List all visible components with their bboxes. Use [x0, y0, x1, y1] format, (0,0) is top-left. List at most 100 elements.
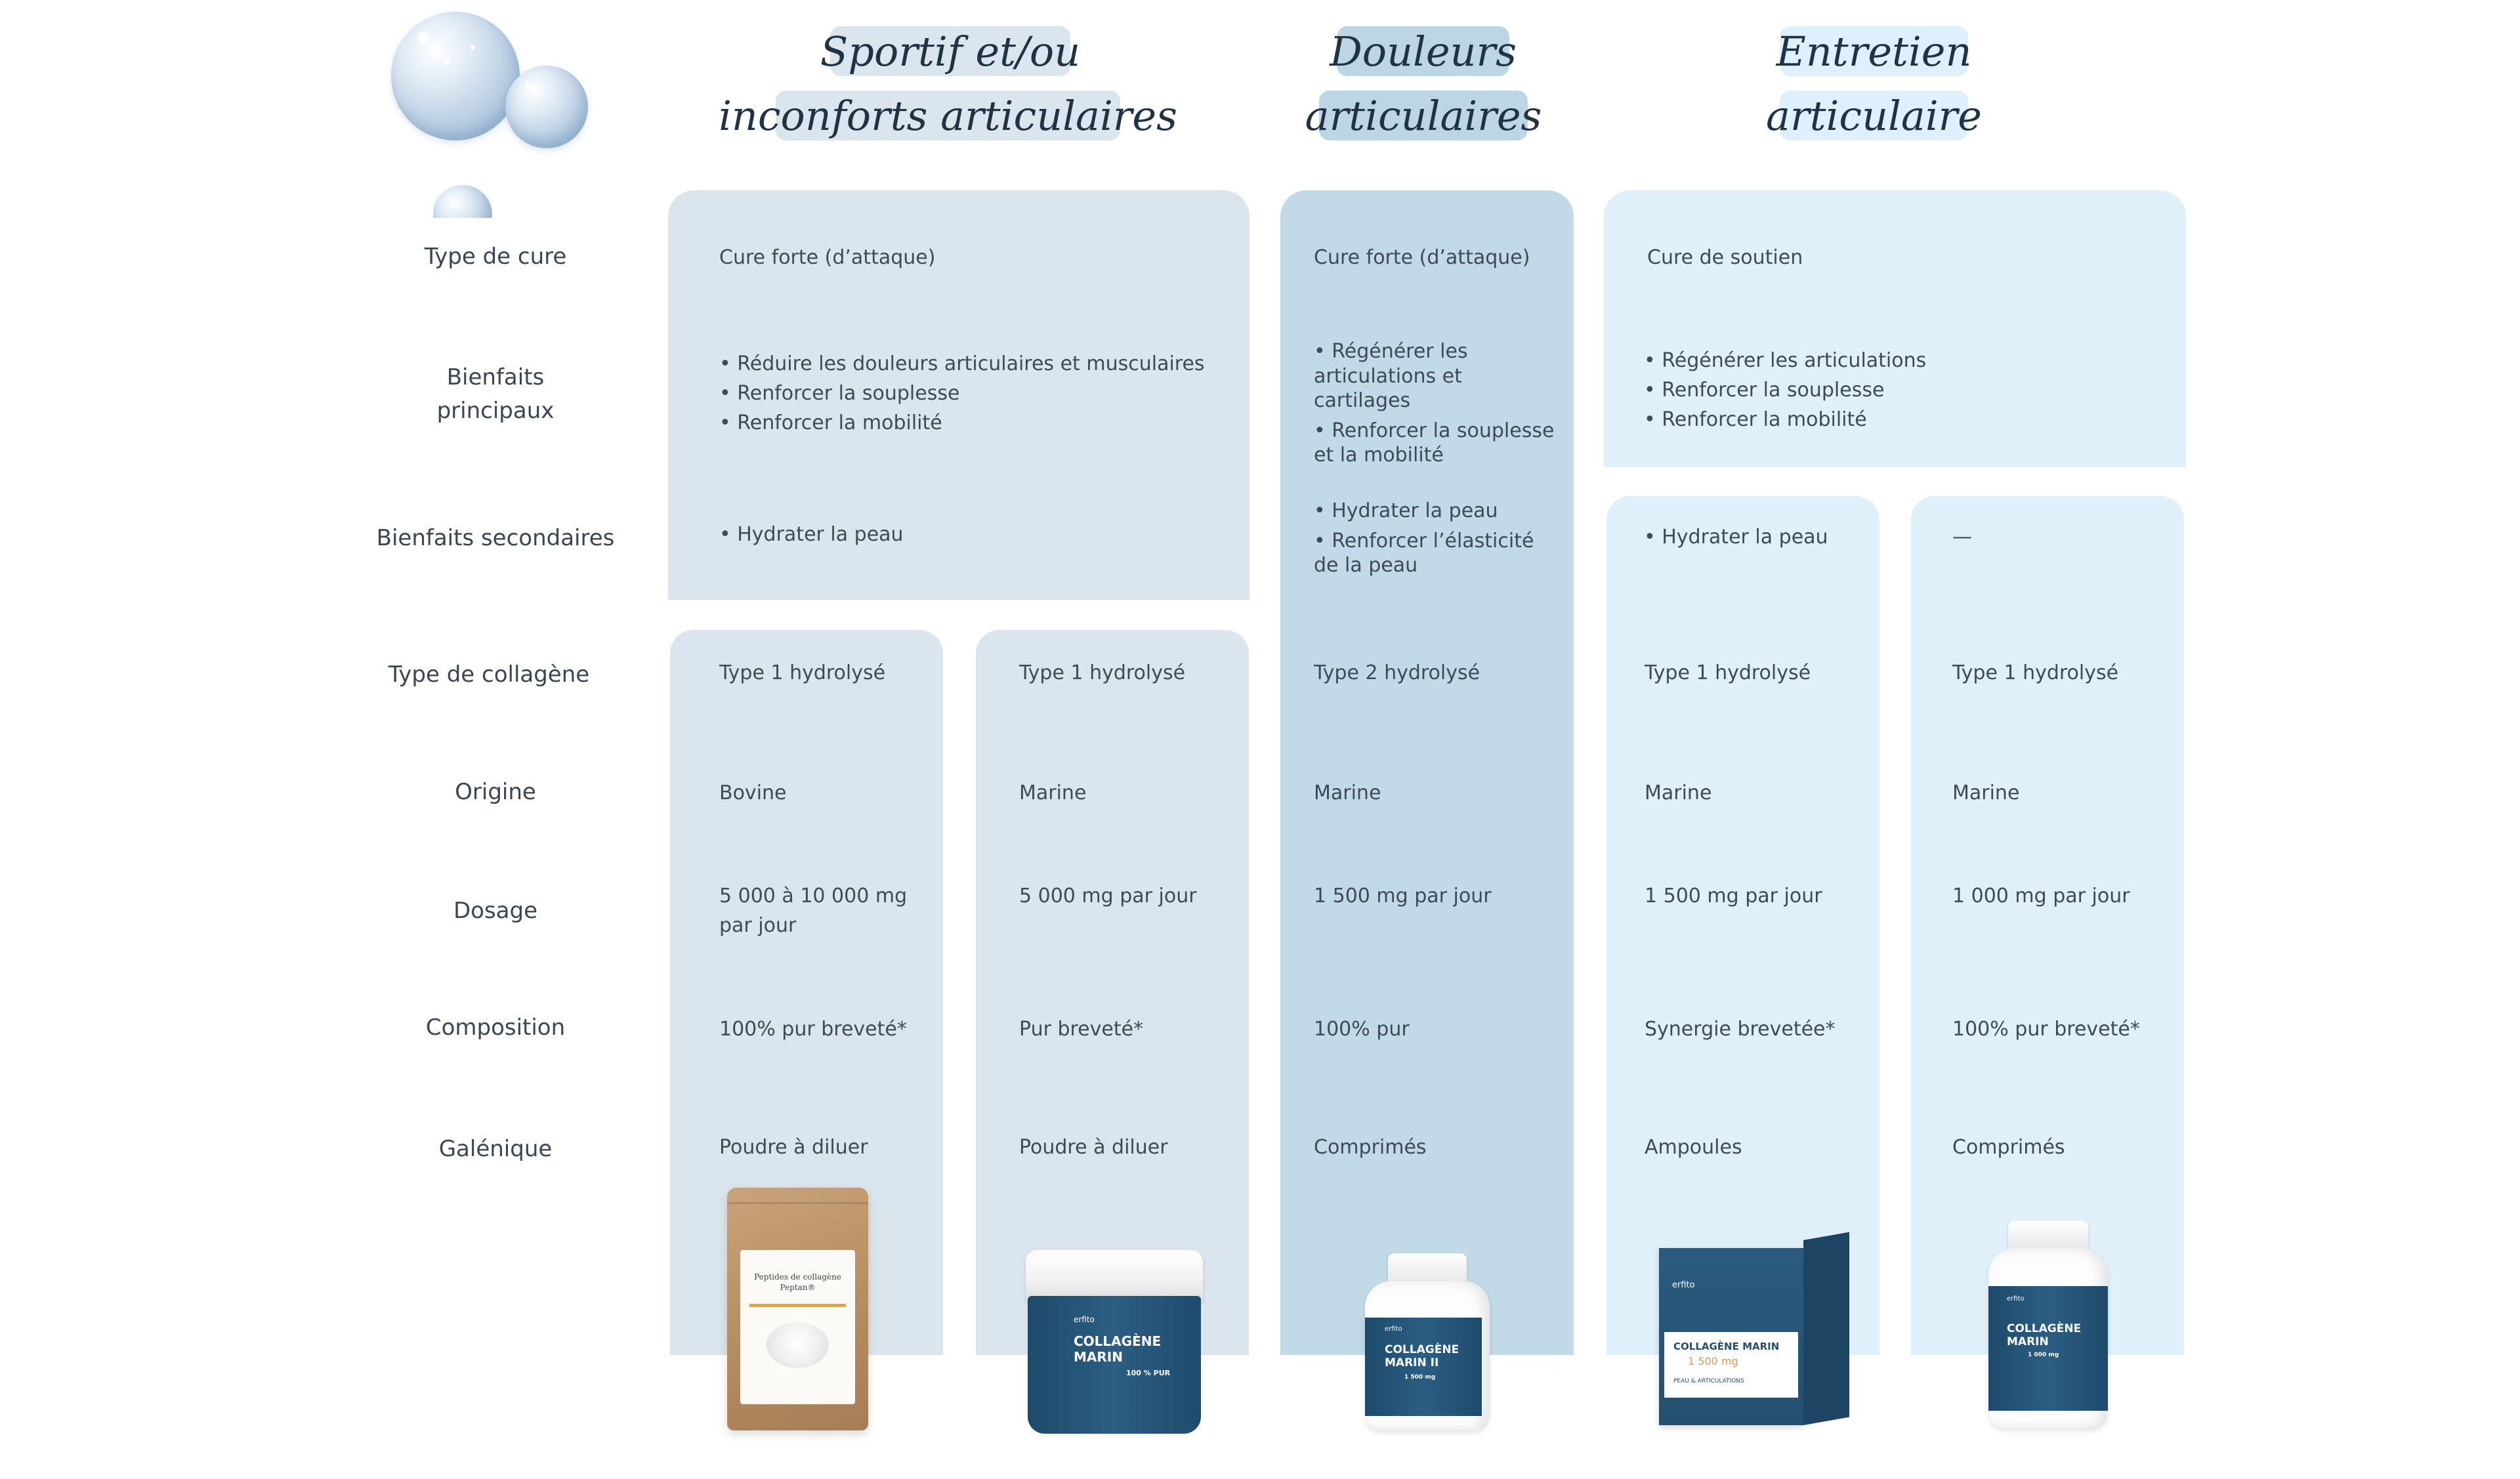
jar-sub: 100 % PUR — [1126, 1369, 1171, 1377]
bottle-brand: erfito — [1385, 1325, 1402, 1333]
bullet-item: Régénérer les articulations — [1644, 346, 2143, 375]
sport-bienfaits-principaux: Réduire les douleurs articulaires et mus… — [719, 349, 1218, 438]
pouch-label: Peptides de collagène Peptan® — [740, 1250, 855, 1404]
bullet-item: Renforcer la souplesse — [1644, 375, 2143, 405]
box-side — [1803, 1232, 1849, 1425]
sport-p2-dosage: 5 000 mg par jour — [1019, 885, 1197, 907]
bottle-title-2: MARIN II — [1385, 1356, 1439, 1369]
product-bottle-entretien-image: erfito COLLAGÈNE MARIN 1 000 mg — [1988, 1220, 2108, 1434]
sport-bienfaits-secondaires: Hydrater la peau — [719, 520, 903, 549]
bullet-item: Hydrater la peau — [719, 520, 903, 549]
douleur-galenique: Comprimés — [1314, 1136, 1427, 1159]
water-bubble-large — [391, 12, 520, 140]
bubble-highlight — [470, 45, 475, 50]
entretien-p2-type-collagene: Type 1 hydrolysé — [1952, 661, 2119, 684]
product-bottle-douleur-image: erfito COLLAGÈNE MARIN II 1 500 mg — [1365, 1253, 1490, 1437]
entretien-p1-galenique: Ampoules — [1645, 1136, 1742, 1159]
box-sub: 1 500 mg — [1688, 1355, 1738, 1367]
douleur-dosage: 1 500 mg par jour — [1314, 885, 1492, 907]
bottle-cap — [1388, 1253, 1467, 1286]
header-douleur-line1: Douleurs — [1330, 26, 1517, 76]
bubble-highlight — [444, 58, 450, 64]
entretien-p2-galenique: Comprimés — [1952, 1136, 2065, 1159]
row-label-galenique: Galénique — [438, 1136, 553, 1162]
douleur-origine: Marine — [1314, 781, 1381, 804]
sport-p2-origine: Marine — [1019, 781, 1087, 804]
jar-brand: erfito — [1074, 1315, 1095, 1324]
bullet-item: Renforcer la mobilité — [719, 408, 1218, 438]
bottle-title-2: MARIN — [2007, 1335, 2049, 1348]
bullet-item: Renforcer la souplesse et la mobilité — [1314, 419, 1563, 468]
bottle-sub: 1 500 mg — [1404, 1374, 1436, 1381]
box-title: COLLAGÈNE MARIN — [1673, 1341, 1780, 1352]
entretien-product2-panel — [1911, 496, 2184, 1355]
water-bubble-small — [433, 185, 492, 218]
bottle-label: erfito COLLAGÈNE MARIN 1 000 mg — [1988, 1286, 2108, 1411]
row-label-type-collagene: Type de collagène — [388, 661, 590, 688]
box-tag: PEAU & ARTICULATIONS — [1673, 1378, 1744, 1385]
sport-p2-galenique: Poudre à diluer — [1019, 1136, 1168, 1159]
jar-title-2: MARIN — [1074, 1349, 1123, 1365]
bottle-label: erfito COLLAGÈNE MARIN II 1 500 mg — [1365, 1318, 1482, 1416]
pouch-title: Peptides de collagène Peptan® — [754, 1272, 841, 1292]
entretien-p2-dosage: 1 000 mg par jour — [1952, 885, 2130, 907]
bottle-brand: erfito — [2007, 1295, 2025, 1302]
douleur-bienfaits-principaux: Régénérer les articulations et cartilage… — [1314, 339, 1563, 468]
header-entretien-line2: articulaire — [1766, 91, 1982, 140]
bottle-title-1: COLLAGÈNE — [1385, 1343, 1460, 1356]
sport-p1-type-collagene: Type 1 hydrolysé — [719, 661, 886, 684]
bullet-item: Régénérer les articulations et cartilage… — [1314, 339, 1563, 413]
powder-pile — [766, 1322, 829, 1368]
bullet-item: Renforcer l’élasticité de la peau — [1314, 529, 1563, 578]
jar-body: erfito COLLAGÈNE MARIN 100 % PUR — [1028, 1296, 1201, 1434]
row-label-dosage: Dosage — [453, 898, 538, 924]
sport-p2-type-collagene: Type 1 hydrolysé — [1019, 661, 1186, 684]
header-sport-line2: inconforts articulaires — [719, 91, 1177, 140]
header-douleur-line2: articulaires — [1305, 91, 1542, 140]
douleur-type-collagene: Type 2 hydrolysé — [1314, 661, 1480, 684]
sport-p1-composition: 100% pur breveté* — [719, 1018, 907, 1041]
jar-lid — [1026, 1250, 1203, 1302]
sport-p1-dosage: 5 000 à 10 000 mg par jour — [719, 885, 908, 937]
sport-type-cure: Cure forte (d’attaque) — [719, 246, 936, 269]
bullet-item: Réduire les douleurs articulaires et mus… — [719, 349, 1218, 379]
entretien-p2-composition: 100% pur breveté* — [1952, 1018, 2140, 1041]
row-label-type-cure: Type de cure — [424, 243, 567, 270]
entretien-p1-dosage: 1 500 mg par jour — [1645, 885, 1822, 907]
bottle-title-1: COLLAGÈNE — [2007, 1322, 2082, 1335]
row-label-bienfaits-principaux: Bienfaits principaux — [436, 364, 555, 424]
entretien-p2-origine: Marine — [1952, 781, 2020, 804]
entretien-product1-panel — [1606, 496, 1880, 1355]
box-brand: erfito — [1672, 1280, 1695, 1290]
sport-p1-galenique: Poudre à diluer — [719, 1136, 868, 1159]
entretien-p1-composition: Synergie brevetée* — [1645, 1018, 1836, 1041]
douleur-composition: 100% pur — [1314, 1018, 1410, 1041]
douleur-type-cure: Cure forte (d’attaque) — [1314, 246, 1530, 269]
sport-p2-composition: Pur breveté* — [1019, 1018, 1144, 1041]
row-label-bienfaits-secondaires: Bienfaits secondaires — [376, 525, 615, 551]
bubble-highlight — [525, 82, 533, 90]
bullet-item: Hydrater la peau — [1314, 499, 1563, 524]
row-label-composition: Composition — [425, 1014, 566, 1041]
pouch-zip — [727, 1202, 868, 1204]
product-box-image: erfito COLLAGÈNE MARIN 1 500 mg PEAU & A… — [1659, 1232, 1849, 1430]
entretien-p1-bienfaits-secondaires: • Hydrater la peau — [1644, 526, 1828, 549]
bottle-sub: 1 000 mg — [2028, 1352, 2059, 1358]
jar-title-1: COLLAGÈNE — [1074, 1333, 1162, 1349]
bubble-highlight — [417, 31, 429, 43]
entretien-p1-origine: Marine — [1645, 781, 1712, 804]
entretien-bienfaits-principaux: Régénérer les articulations Renforcer la… — [1644, 346, 2143, 434]
header-entretien-line1: Entretien — [1776, 26, 1972, 76]
product-jar-image: erfito COLLAGÈNE MARIN 100 % PUR — [1026, 1250, 1203, 1434]
entretien-p2-bienfaits-secondaires: — — [1952, 526, 1972, 549]
bullet-item: Renforcer la mobilité — [1644, 405, 2143, 434]
product-pouch-image: Peptides de collagène Peptan® — [727, 1188, 868, 1430]
header-sport-line1: Sportif et/ou — [820, 26, 1081, 76]
entretien-type-cure: Cure de soutien — [1647, 246, 1803, 269]
douleur-bienfaits-secondaires: Hydrater la peau Renforcer l’élasticité … — [1314, 499, 1563, 578]
sport-product2-panel — [976, 630, 1249, 1355]
row-label-origine: Origine — [455, 779, 536, 805]
sport-p1-origine: Bovine — [719, 781, 787, 804]
box-white-band: COLLAGÈNE MARIN 1 500 mg PEAU & ARTICULA… — [1664, 1332, 1798, 1398]
bullet-item: Renforcer la souplesse — [719, 379, 1218, 408]
